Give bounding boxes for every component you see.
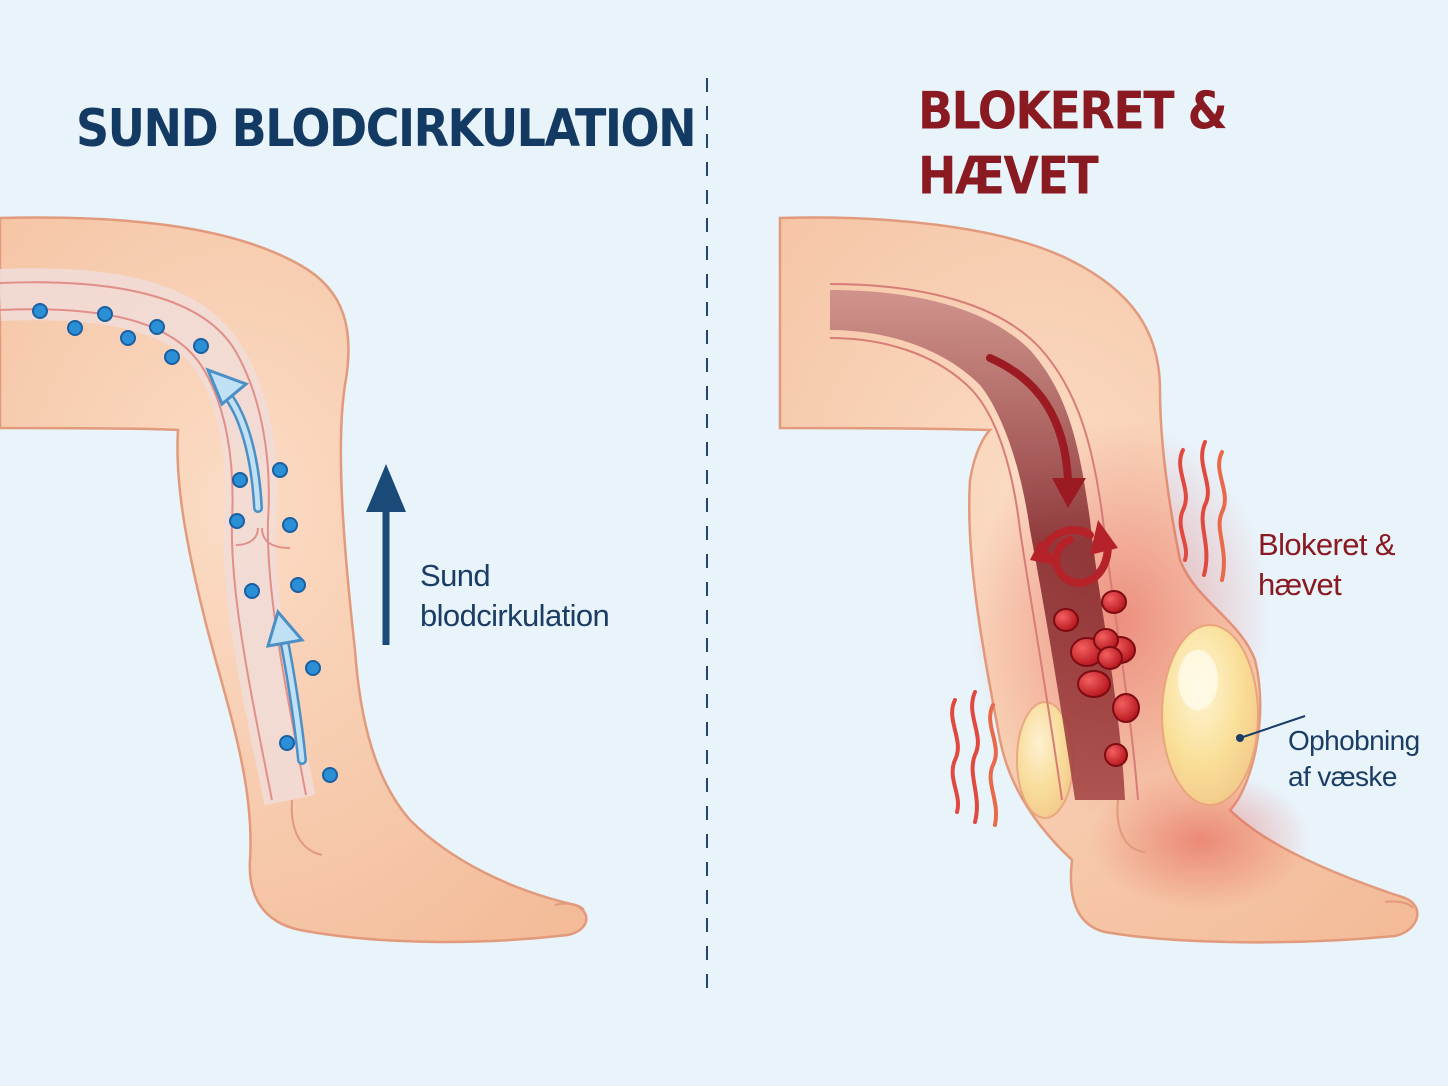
swollen-leg	[778, 216, 1419, 944]
swirl-arrow-icon	[1052, 536, 1112, 587]
flow-arrow-icon	[986, 354, 1072, 484]
healthy-blood-cells	[32, 303, 338, 783]
fluid-pointer	[1239, 715, 1306, 739]
fluid-pocket	[1161, 624, 1259, 806]
healthy-flow-label: Sund blodcirkulation	[420, 558, 610, 633]
blocked-blood-cells	[1053, 590, 1140, 767]
fluid-label: Ophobning af væske	[1288, 725, 1420, 792]
swelling-label: Blokeret & hævet	[1258, 527, 1396, 602]
heat-wave-icon	[950, 440, 1227, 827]
blocked-title: BLOKERET & HÆVET	[918, 80, 1228, 206]
healthy-title: SUND BLODCIRKULATION	[76, 98, 697, 159]
up-arrow-icon	[366, 464, 406, 645]
healthy-leg	[0, 216, 588, 944]
